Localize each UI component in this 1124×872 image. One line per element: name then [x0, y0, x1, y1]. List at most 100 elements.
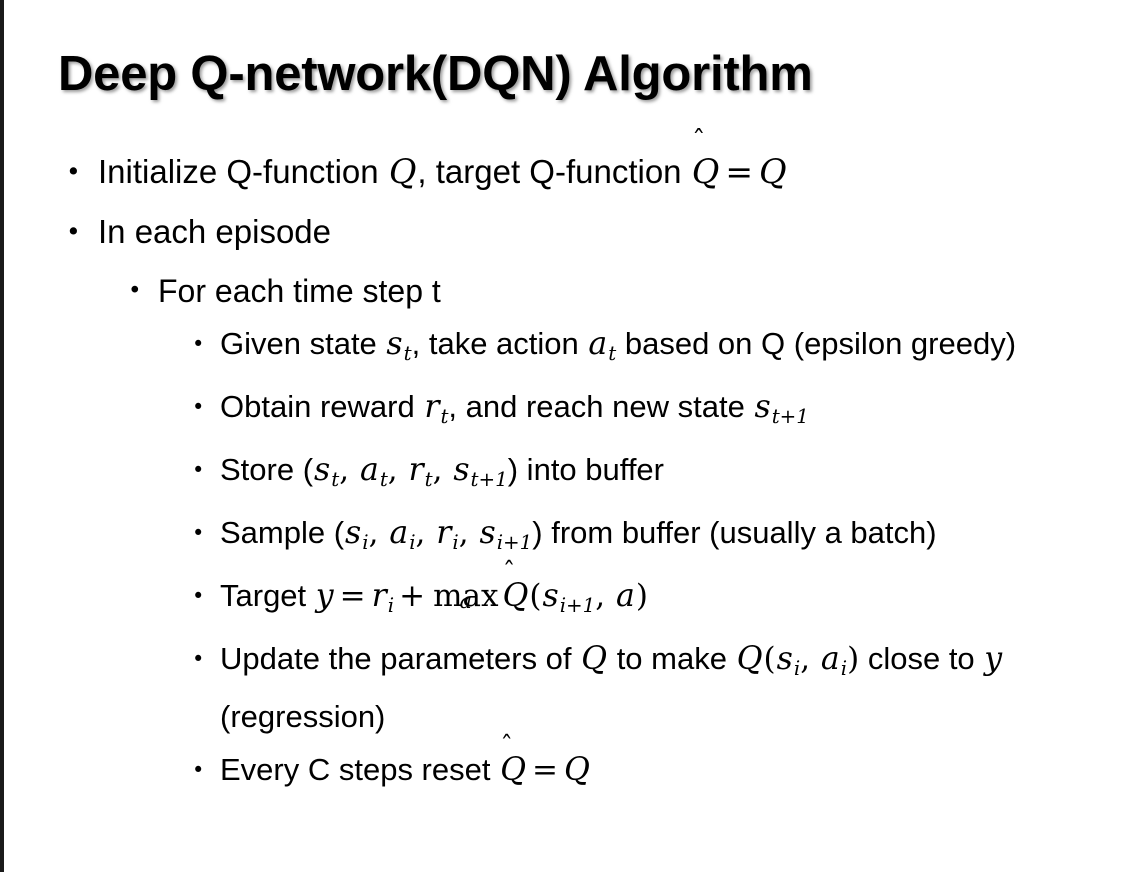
math-a-subscript: t: [608, 341, 617, 365]
math-s-i-next: s: [542, 577, 559, 614]
initialize-prefix: Initialize Q-function: [98, 153, 388, 190]
math-max-limit: a: [459, 588, 472, 613]
math-open-paren: (: [763, 640, 776, 677]
store-suffix: ) into buffer: [507, 451, 664, 487]
bullet-initialize-q-function: • Initialize Q-function Q, target Q-func…: [0, 142, 1124, 202]
update-middle: to make: [608, 640, 736, 676]
math-y: y: [984, 640, 1003, 677]
obtain-prefix: Obtain reward: [220, 388, 424, 424]
bullet-marker-icon: •: [192, 394, 205, 419]
given-prefix: Given state: [220, 326, 386, 361]
math-close-paren: ): [635, 577, 648, 614]
bullet-reset-target-network-text: Every C steps reset ̂Q=Q: [220, 746, 1104, 794]
math-s-i: s: [345, 514, 362, 551]
update-suffix: close to: [859, 640, 984, 676]
math-a-i: a: [389, 514, 409, 551]
math-s: s: [386, 326, 403, 362]
math-plus: +: [399, 577, 426, 614]
math-s-subscript: t: [403, 341, 412, 365]
bullet-update-parameters-text: Update the parameters of Q to make Q(si,…: [220, 635, 1104, 741]
math-s-next-subscript: t+1: [771, 404, 809, 428]
math-q-2: Q: [736, 640, 763, 677]
sample-suffix: ) from buffer (usually a batch): [532, 514, 937, 550]
math-a: a: [616, 577, 635, 614]
math-a-i-subscript: i: [840, 656, 848, 680]
bullet-obtain-reward-text: Obtain reward rt, and reach new state st…: [220, 383, 1104, 441]
bullet-sample-tuple: • Sample (si, ai, ri, si+1) from buffer …: [0, 509, 1124, 567]
bullet-obtain-reward: • Obtain reward rt, and reach new state …: [0, 383, 1124, 441]
slide-body: • Initialize Q-function Q, target Q-func…: [0, 142, 1124, 799]
initialize-middle: , target Q-function: [417, 153, 691, 190]
bullet-store-tuple: • Store (st, at, rt, st+1) into buffer: [0, 446, 1124, 504]
store-prefix: Store (: [220, 451, 314, 487]
bullet-target-equation-text: Target y=ri+maxâQ(si+1, a): [220, 572, 1104, 630]
math-comma: ,: [595, 577, 616, 614]
math-s-i-next: s: [479, 514, 496, 551]
bullet-marker-icon: •: [192, 757, 205, 782]
math-q-hat: ̂Q: [691, 142, 721, 202]
math-a-i: a: [820, 640, 840, 677]
math-s-i-subscript: i: [793, 656, 801, 680]
bullet-in-each-episode: • In each episode: [0, 202, 1124, 262]
bullet-marker-icon: •: [192, 646, 205, 671]
math-a-t: a: [359, 451, 379, 488]
slide-left-edge-bar: [0, 0, 4, 872]
math-r-i-subscript: i: [387, 593, 395, 617]
math-q: Q: [388, 152, 417, 191]
math-r: r: [424, 388, 440, 425]
math-s-next: s: [754, 388, 771, 425]
math-q-hat: ̂Q: [501, 572, 529, 620]
math-r-i-subscript: i: [452, 530, 459, 554]
bullet-marker-icon: •: [66, 217, 81, 246]
math-comma: ,: [800, 640, 820, 677]
math-q: Q: [564, 751, 590, 788]
math-s-i-next-subscript: i+1: [496, 530, 533, 554]
bullet-update-parameters: • Update the parameters of Q to make Q(s…: [0, 635, 1124, 741]
store-separator-2: ,: [387, 451, 408, 488]
bullet-for-each-time-step-text: For each time step t: [158, 273, 441, 309]
slide-title: Deep Q-network(DQN) Algorithm: [58, 47, 813, 101]
math-q-hat-base: Q: [500, 751, 527, 788]
target-prefix: Target: [220, 577, 315, 613]
bullet-target-equation: • Target y=ri+maxâQ(si+1, a): [0, 572, 1124, 630]
bullet-marker-icon: •: [192, 457, 205, 482]
bullet-marker-icon: •: [192, 332, 205, 356]
update-tail: (regression): [220, 698, 386, 734]
bullet-initialize-text: Initialize Q-function Q, target Q-functi…: [98, 142, 1124, 202]
math-open-paren: (: [529, 577, 542, 614]
math-equals: =: [532, 751, 558, 788]
sample-separator-2: ,: [415, 514, 436, 551]
sample-separator-1: ,: [368, 514, 389, 551]
math-r-t-subscript: t: [424, 467, 433, 491]
bullet-marker-icon: •: [66, 157, 81, 186]
bullet-reset-target-network: • Every C steps reset ̂Q=Q: [0, 746, 1124, 794]
bullet-given-state: • Given state st, take action at based o…: [0, 320, 1124, 378]
math-r-subscript: t: [440, 404, 449, 428]
math-equals: =: [339, 577, 366, 614]
math-q-hat-base: Q: [502, 577, 529, 614]
math-a-t-subscript: t: [379, 467, 388, 491]
bullet-in-each-episode-text: In each episode: [98, 213, 332, 250]
bullet-marker-icon: •: [128, 278, 142, 304]
given-suffix: based on Q (epsilon greedy): [616, 326, 1017, 361]
bullet-given-state-text: Given state st, take action at based on …: [220, 320, 1104, 378]
sample-separator-3: ,: [458, 514, 479, 551]
math-equals: =: [725, 152, 753, 191]
reset-prefix: Every C steps reset: [220, 751, 500, 787]
sample-prefix: Sample (: [220, 514, 345, 550]
math-close-paren: ): [847, 640, 860, 677]
bullet-marker-icon: •: [192, 520, 205, 545]
bullet-store-tuple-text: Store (st, at, rt, st+1) into buffer: [220, 446, 1104, 504]
math-max-label: max: [433, 577, 499, 614]
math-r-i: r: [371, 577, 387, 614]
bullet-marker-icon: •: [192, 583, 205, 608]
math-y: y: [315, 577, 334, 614]
math-s-t-next-subscript: t+1: [470, 467, 508, 491]
math-s-t: s: [314, 451, 331, 488]
bullet-sample-tuple-text: Sample (si, ai, ri, si+1) from buffer (u…: [220, 509, 1104, 567]
math-q: Q: [581, 640, 608, 677]
math-r-t: r: [408, 451, 424, 488]
store-separator-3: ,: [432, 451, 453, 488]
